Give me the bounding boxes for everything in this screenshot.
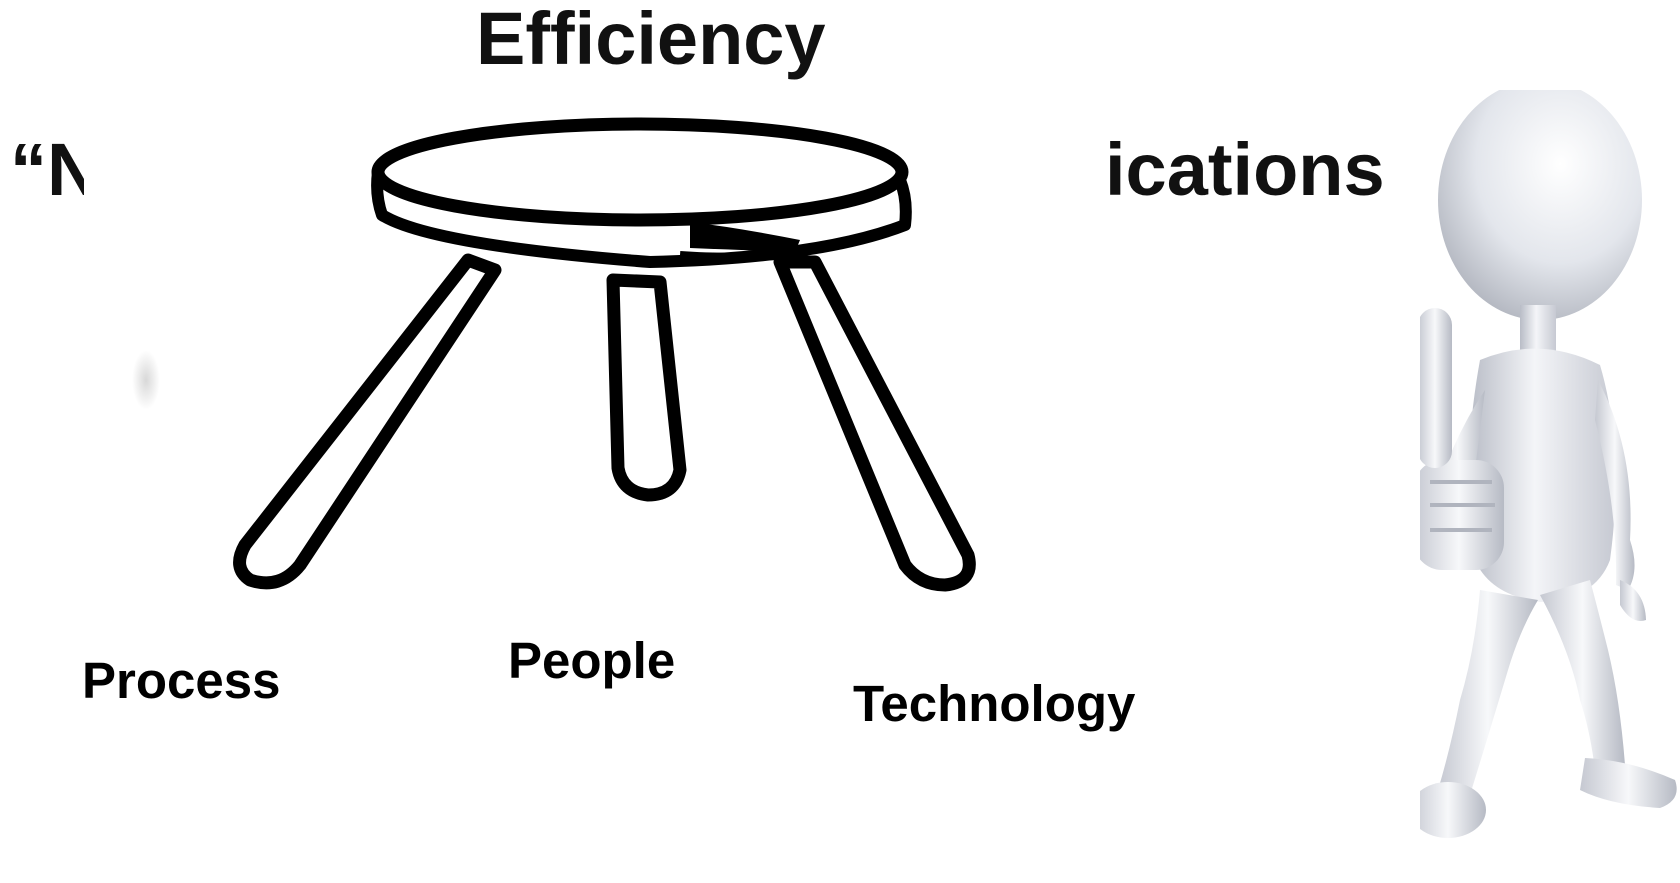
stool-leg-right <box>773 255 976 592</box>
figure-torso <box>1468 348 1616 602</box>
diagram-title: Efficiency <box>476 0 826 80</box>
three-legged-stool-icon <box>233 117 976 592</box>
figure-head <box>1438 90 1642 320</box>
figure-fist <box>1420 460 1504 570</box>
figure-leg-front <box>1438 590 1538 795</box>
background-text-right: ications <box>1105 128 1385 211</box>
stool-seat-top <box>371 117 909 227</box>
leg-label-process: Process <box>82 652 281 709</box>
stool-leg-middle <box>606 273 687 502</box>
stool-seat-shadow <box>690 222 800 252</box>
stool-leg-left <box>233 253 502 590</box>
background-text-left: “N <box>10 133 84 207</box>
figure-foot-back <box>1580 758 1677 808</box>
figure-thumb <box>1420 308 1452 468</box>
thumbs-up-figure-icon <box>1420 90 1677 838</box>
leg-label-technology: Technology <box>853 675 1136 732</box>
blur-smudge <box>132 350 160 410</box>
figure-leg-back <box>1540 580 1625 770</box>
figure-foot-front <box>1420 782 1486 838</box>
leg-label-people: People <box>508 632 676 689</box>
